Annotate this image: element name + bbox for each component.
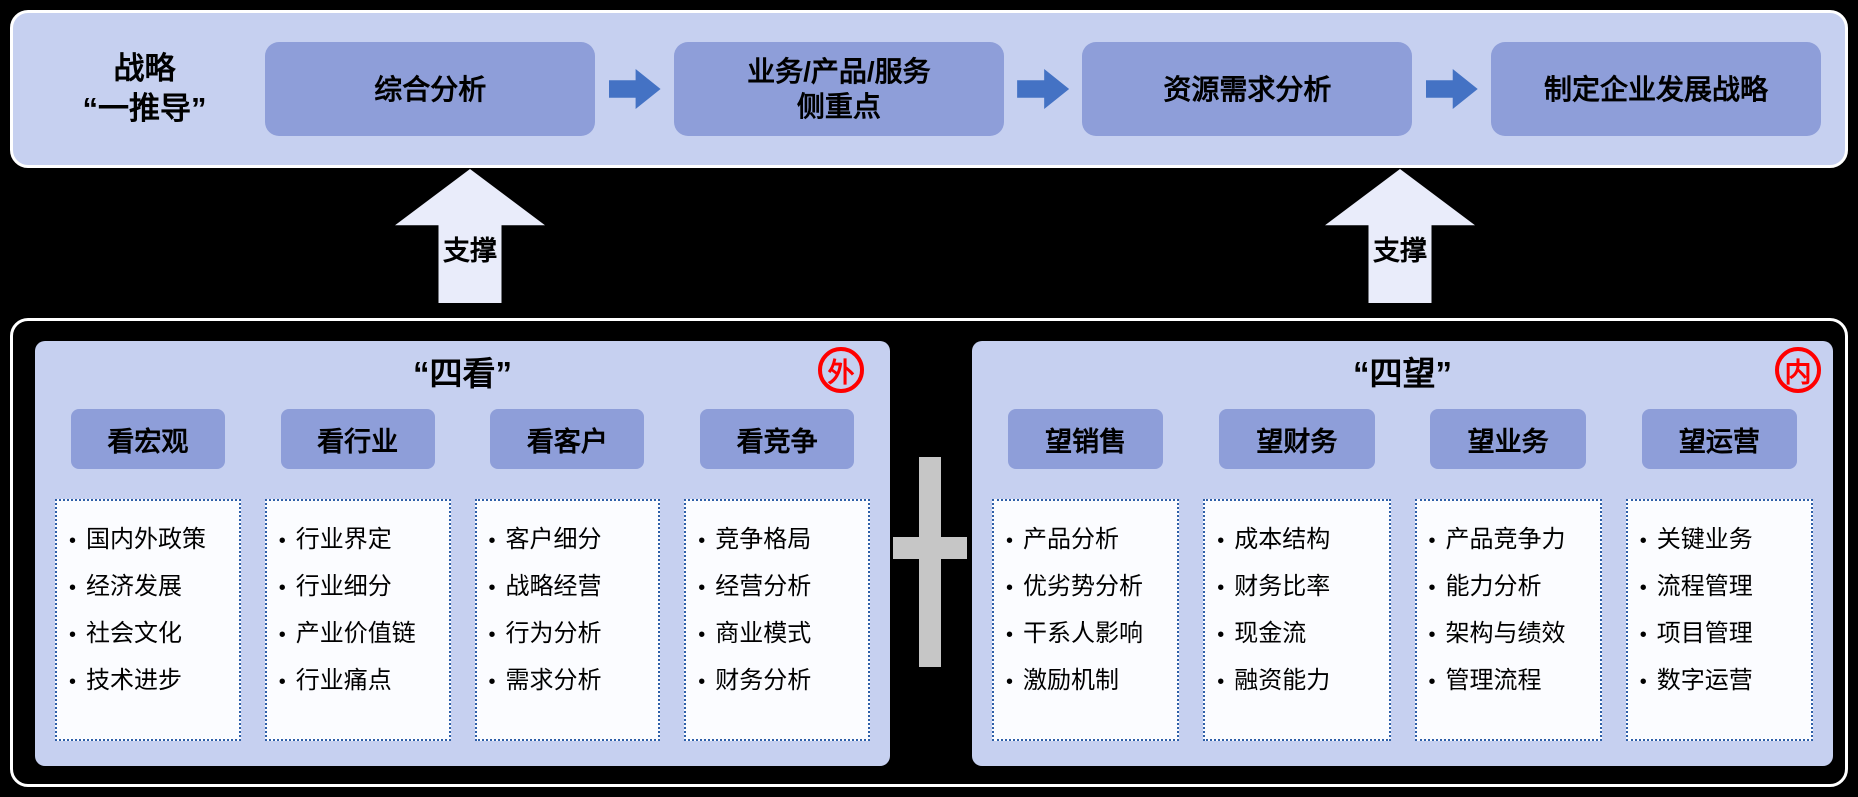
column-list: 国内外政策 经济发展 社会文化 技术进步 <box>55 499 241 741</box>
list-item: 架构与绩效 <box>1429 611 1596 658</box>
plus-icon <box>919 457 941 667</box>
flow-step-1: 综合分析 <box>265 42 596 136</box>
right-arrow-icon <box>1017 69 1070 109</box>
column-header: 看行业 <box>280 409 435 469</box>
support-arrow-label: 支撑 <box>1373 236 1427 266</box>
flow-step-3: 资源需求分析 <box>1082 42 1413 136</box>
flow-band-title: 战略 “一推导” <box>37 49 252 130</box>
list-item: 经济发展 <box>69 564 235 611</box>
list-item: 优劣势分析 <box>1006 564 1173 611</box>
column-view-finance: 望财务 成本结构 财务比率 现金流 融资能力 <box>1203 409 1391 741</box>
panel-title: “四看” <box>413 355 512 392</box>
column-list: 客户细分 战略经营 行为分析 需求分析 <box>474 499 661 741</box>
column-header: 看宏观 <box>70 409 225 469</box>
list-item: 经营分析 <box>698 564 864 611</box>
column-look-macro: 看宏观 国内外政策 经济发展 社会文化 技术进步 <box>55 409 241 741</box>
column-header: 望运营 <box>1641 409 1798 469</box>
column-header: 望财务 <box>1219 409 1375 469</box>
flow-step-4: 制定企业发展战略 <box>1490 42 1821 136</box>
column-header: 看竞争 <box>700 409 855 469</box>
list-item: 项目管理 <box>1640 611 1807 658</box>
list-item: 财务比率 <box>1217 564 1384 611</box>
list-item: 客户细分 <box>489 517 655 564</box>
list-item: 战略经营 <box>489 564 655 611</box>
list-item: 产品竞争力 <box>1429 517 1596 564</box>
list-item: 管理流程 <box>1429 658 1596 705</box>
list-item: 融资能力 <box>1217 658 1384 705</box>
column-list: 产品竞争力 能力分析 架构与绩效 管理流程 <box>1414 499 1602 741</box>
list-item: 能力分析 <box>1429 564 1596 611</box>
column-list: 竞争格局 经营分析 商业模式 财务分析 <box>684 499 870 741</box>
list-item: 行业痛点 <box>279 658 445 705</box>
column-view-sales: 望销售 产品分析 优劣势分析 干系人影响 激励机制 <box>992 409 1180 741</box>
column-header: 望销售 <box>1007 409 1164 469</box>
list-item: 产品分析 <box>1006 517 1173 564</box>
flow-step-2: 业务/产品/服务 侧重点 <box>673 42 1004 136</box>
column-view-business: 望业务 产品竞争力 能力分析 架构与绩效 管理流程 <box>1414 409 1602 741</box>
column-view-operations: 望运营 关键业务 流程管理 项目管理 数字运营 <box>1625 409 1813 741</box>
support-arrow-left: 支撑 <box>395 169 545 303</box>
column-look-competition: 看竞争 竞争格局 经营分析 商业模式 财务分析 <box>684 409 870 741</box>
list-item: 产业价值链 <box>279 611 445 658</box>
list-item: 干系人影响 <box>1006 611 1173 658</box>
list-item: 行为分析 <box>489 611 655 658</box>
column-look-customer: 看客户 客户细分 战略经营 行为分析 需求分析 <box>474 409 661 741</box>
panel-four-looks: “四看” 外 看宏观 国内外政策 经济发展 社会文化 技术进步 看行业 行业界定 <box>35 341 890 766</box>
support-arrow-label: 支撑 <box>443 236 497 266</box>
column-look-industry: 看行业 行业界定 行业细分 产业价值链 行业痛点 <box>264 409 451 741</box>
list-item: 成本结构 <box>1217 517 1384 564</box>
list-item: 激励机制 <box>1006 658 1173 705</box>
list-item: 需求分析 <box>489 658 655 705</box>
right-arrow-icon <box>608 69 661 109</box>
column-header: 望业务 <box>1430 409 1586 469</box>
column-list: 成本结构 财务比率 现金流 融资能力 <box>1203 499 1391 741</box>
strategy-flow-band: 战略 “一推导” 综合分析 业务/产品/服务 侧重点 资源需求分析 制定企业发展… <box>10 10 1848 168</box>
list-item: 技术进步 <box>69 658 235 705</box>
list-item: 数字运营 <box>1640 658 1807 705</box>
list-item: 国内外政策 <box>69 517 235 564</box>
list-item: 现金流 <box>1217 611 1384 658</box>
flow-band-title-line2: “一推导” <box>82 91 207 126</box>
badge-external: 外 <box>818 347 864 393</box>
list-item: 行业细分 <box>279 564 445 611</box>
list-item: 社会文化 <box>69 611 235 658</box>
right-arrow-icon <box>1425 69 1478 109</box>
list-item: 行业界定 <box>279 517 445 564</box>
columns-row: 看宏观 国内外政策 经济发展 社会文化 技术进步 看行业 行业界定 行业细分 产… <box>55 409 870 741</box>
column-list: 行业界定 行业细分 产业价值链 行业痛点 <box>264 499 451 741</box>
panel-four-views: “四望” 内 望销售 产品分析 优劣势分析 干系人影响 激励机制 望财务 成本结… <box>972 341 1833 766</box>
columns-row: 望销售 产品分析 优劣势分析 干系人影响 激励机制 望财务 成本结构 财务比率 … <box>992 409 1813 741</box>
column-list: 产品分析 优劣势分析 干系人影响 激励机制 <box>992 499 1180 741</box>
analysis-section: “四看” 外 看宏观 国内外政策 经济发展 社会文化 技术进步 看行业 行业界定 <box>10 318 1848 787</box>
badge-internal: 内 <box>1775 347 1821 393</box>
flow-band-title-line1: 战略 <box>113 50 176 86</box>
support-arrow-right: 支撑 <box>1325 169 1475 303</box>
column-list: 关键业务 流程管理 项目管理 数字运营 <box>1625 499 1813 741</box>
list-item: 流程管理 <box>1640 564 1807 611</box>
list-item: 财务分析 <box>698 658 864 705</box>
plus-icon <box>893 537 967 559</box>
list-item: 关键业务 <box>1640 517 1807 564</box>
list-item: 竞争格局 <box>698 517 864 564</box>
list-item: 商业模式 <box>698 611 864 658</box>
column-header: 看客户 <box>490 409 645 469</box>
panel-title: “四望” <box>1353 355 1452 392</box>
